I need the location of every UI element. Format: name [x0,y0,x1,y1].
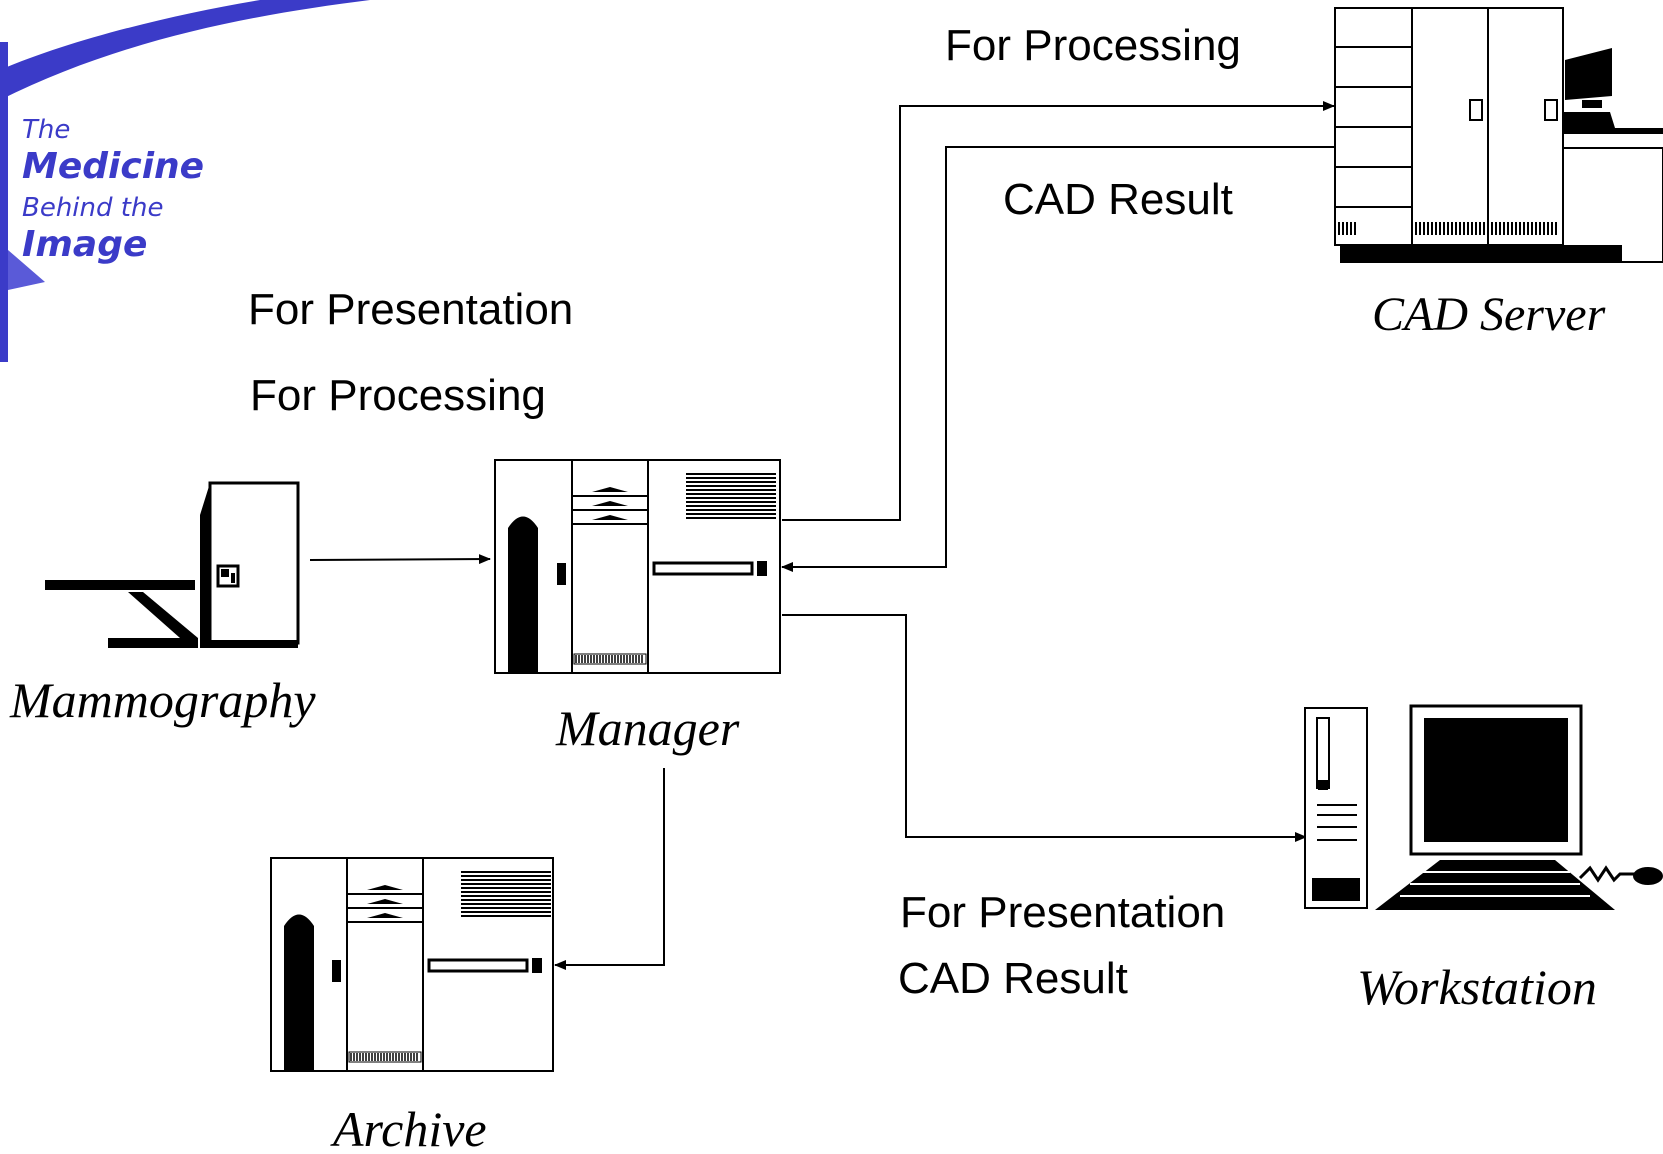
label-left-for-processing: For Processing [250,371,546,420]
logo-triangle [8,250,45,290]
logo-swoosh [0,0,370,100]
logo-line-behind: Behind the [22,193,163,223]
cad-server-icon [1334,7,1663,263]
logo-bar [0,42,8,362]
caption-workstation: Workstation [1357,959,1597,1015]
caption-mammography: Mammography [9,672,316,728]
caption-archive: Archive [330,1101,487,1154]
caption-cad-server: CAD Server [1372,288,1606,341]
mammography-device-icon [45,481,300,648]
archive-server-icon [270,857,554,1072]
arrow-manager-to-archive [554,768,665,970]
logo-line-the: The [22,115,70,145]
label-top-cad-result: CAD Result [1003,175,1233,224]
logo-line-medicine: Medicine [22,146,204,187]
label-left-for-presentation: For Presentation [248,285,573,334]
label-top-for-processing: For Processing [945,21,1241,70]
label-bottom-for-presentation: For Presentation [900,888,1225,937]
caption-manager: Manager [555,700,740,756]
label-bottom-cad-result: CAD Result [898,954,1128,1003]
arrow-mammography-to-manager [309,554,491,565]
logo: The Medicine Behind the Image [0,0,370,362]
arrow-cad-server-to-manager [781,146,1334,572]
logo-line-image: Image [22,224,147,265]
connectors [309,101,1335,970]
manager-server-icon [494,459,781,674]
arrow-manager-to-cad-server [782,101,1335,521]
workstation-icon [1304,704,1663,910]
arrow-manager-to-workstation [782,614,1307,842]
